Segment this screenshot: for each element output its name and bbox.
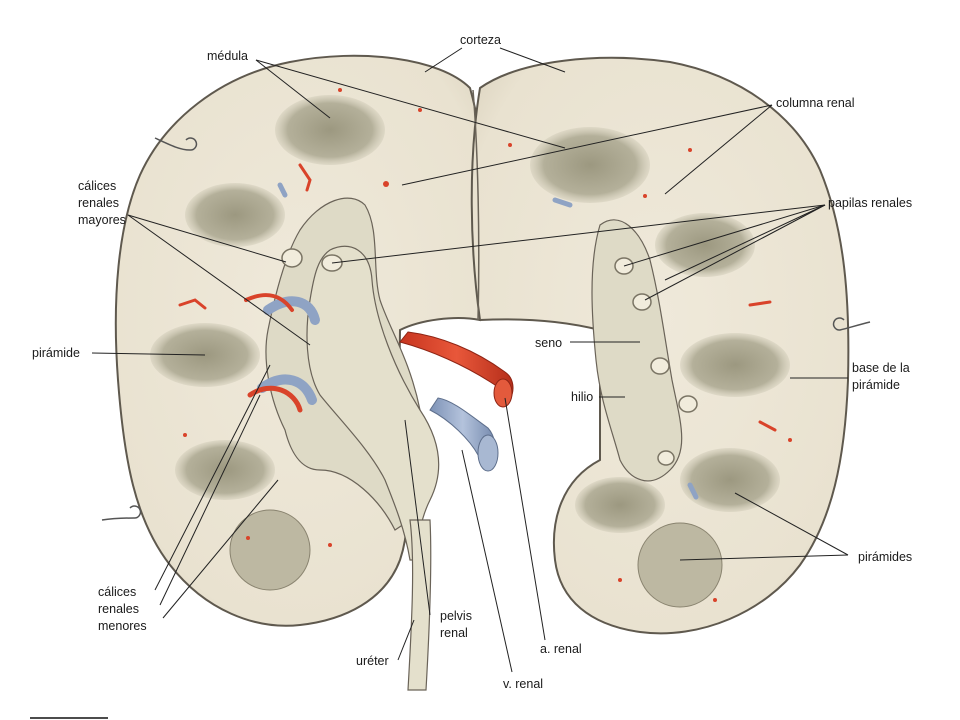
label-a-renal: a. renal: [540, 642, 582, 656]
label-calices-mayores-2: renales: [78, 196, 119, 210]
ureter: [407, 519, 432, 691]
sinus-vessels-left: [244, 293, 320, 413]
label-pelvis-renal-2: renal: [440, 626, 468, 640]
label-calices-mayores-3: mayores: [78, 213, 126, 227]
labels: corteza médula columna renal cálices ren…: [32, 33, 912, 691]
label-hilio: hilio: [571, 390, 593, 404]
label-medula: médula: [207, 49, 248, 63]
label-piramides: pirámides: [858, 550, 912, 564]
label-pelvis-renal-1: pelvis: [440, 609, 472, 623]
label-papilas-renales: papilas renales: [828, 196, 912, 210]
label-v-renal: v. renal: [503, 677, 543, 691]
label-ureter: uréter: [356, 654, 389, 668]
label-corteza: corteza: [460, 33, 501, 47]
label-calices-menores-2: renales: [98, 602, 139, 616]
renal-sinus-right: [591, 219, 683, 482]
pyramid-cross-section-left: [229, 509, 311, 591]
label-calices-mayores-1: cálices: [78, 179, 116, 193]
label-piramide: pirámide: [32, 346, 80, 360]
label-base-piramide-2: pirámide: [852, 378, 900, 392]
vessel-dots: [183, 88, 792, 602]
label-calices-menores-3: menores: [98, 619, 147, 633]
renal-artery: [399, 331, 514, 401]
small-vessels: [178, 163, 777, 500]
label-seno: seno: [535, 336, 562, 350]
label-base-piramide-1: base de la: [852, 361, 910, 375]
pyramid-cross-section-right: [637, 522, 723, 608]
leader-lines: [91, 47, 849, 673]
label-calices-menores-1: cálices: [98, 585, 136, 599]
label-columna-renal: columna renal: [776, 96, 855, 110]
capsule-hooks: [101, 137, 871, 521]
pyramids: [150, 95, 790, 533]
